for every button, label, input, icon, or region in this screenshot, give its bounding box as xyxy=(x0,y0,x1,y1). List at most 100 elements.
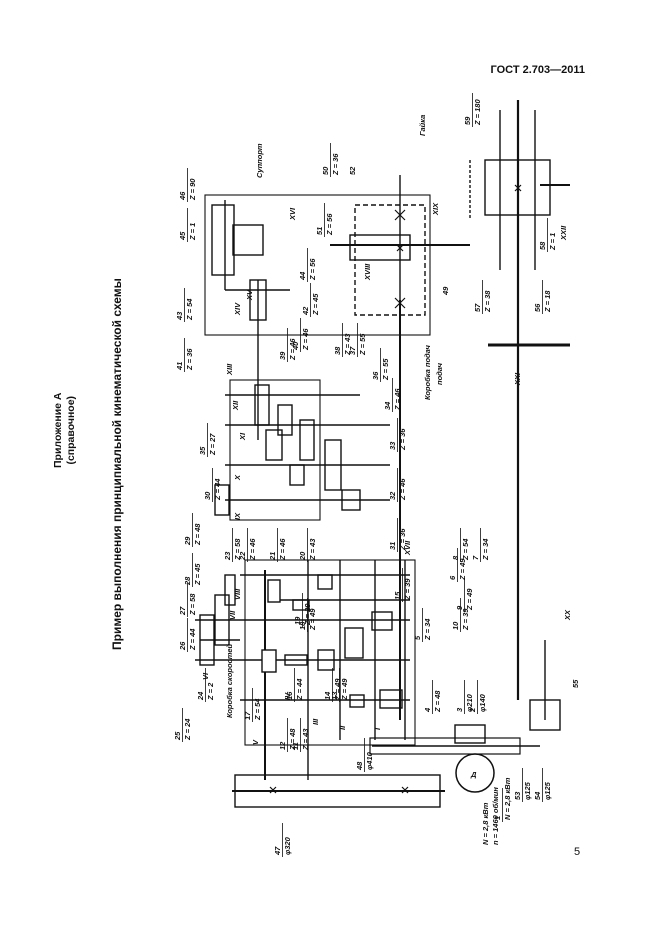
motor-speed: n = 1460 об/мин xyxy=(491,787,500,845)
item-number: 3 xyxy=(455,707,464,712)
item-teeth: Z = 49 xyxy=(465,588,474,611)
item-teeth: Z = 24 xyxy=(183,718,192,741)
item-teeth: Z = 55 xyxy=(381,358,390,381)
shaft-label-XX: XX xyxy=(563,609,572,621)
item-number: 51 xyxy=(315,227,324,235)
item-teeth: Z = 54 xyxy=(461,538,470,561)
item-number: 47 xyxy=(273,846,282,856)
item-number: 19 xyxy=(293,616,302,625)
item-number: 10 xyxy=(451,621,460,630)
shaft-label-XVI: XVI xyxy=(288,207,297,221)
item-teeth: Z = 2 xyxy=(206,682,215,701)
item-teeth: Z = 27 xyxy=(208,433,217,456)
item-teeth: Z = 48 xyxy=(288,728,297,751)
item-number: 55 xyxy=(571,679,580,688)
item-number: 23 xyxy=(223,551,232,561)
item-number: 49 xyxy=(441,286,450,296)
item-teeth: Z = 29 xyxy=(303,603,312,626)
item-teeth: Z = 18 xyxy=(543,290,552,313)
item-number: 54 xyxy=(533,791,542,800)
item-number: 48 xyxy=(355,761,364,771)
shaft-label-I: I xyxy=(373,727,382,730)
item-teeth: Z = 43 xyxy=(301,728,310,751)
label-speed-box: Коробка скоростей xyxy=(225,644,234,718)
item-number: 36 xyxy=(371,371,380,380)
shaft-label-II: II xyxy=(338,725,347,730)
item-teeth: Z = 180 xyxy=(473,99,482,126)
motor-power: N = 2,8 кВт xyxy=(481,802,490,845)
shaft-label-VII: VII xyxy=(228,610,237,620)
item-number: 40 xyxy=(291,341,300,351)
item-number: 22 xyxy=(238,551,247,561)
item-number: 9 xyxy=(455,605,464,610)
item-teeth: Z = 36 xyxy=(185,348,194,371)
shaft-label-XVIII: XVIII xyxy=(363,263,372,281)
item-teeth: Z = 1 xyxy=(548,233,557,251)
item-number: 59 xyxy=(463,116,472,125)
shaft-label-X: X xyxy=(233,474,242,481)
item-number: 8 xyxy=(451,555,460,560)
item-number: 12 xyxy=(278,741,287,750)
shaft-label-XII: XII xyxy=(231,400,240,411)
item-teeth: Z = 44 xyxy=(213,478,222,501)
item-teeth: Z = 56 xyxy=(325,213,334,236)
label-motor: Д xyxy=(470,770,477,779)
item-teeth: φ410 xyxy=(365,751,374,770)
item-teeth: Z = 43 xyxy=(308,538,317,561)
shaft-label-VIII: VIII xyxy=(233,588,242,600)
label-feed-box: Коробка подач xyxy=(423,344,432,400)
item-teeth: Z = 48 xyxy=(193,523,202,546)
item-number: 33 xyxy=(388,441,397,450)
item-teeth: Z = 56 xyxy=(308,258,317,281)
item-teeth: Z = 55 xyxy=(358,333,367,356)
item-teeth: Z = 45 xyxy=(193,563,202,586)
item-number: 27 xyxy=(178,606,187,616)
item-teeth: Z = 1 xyxy=(188,223,197,241)
item-number: 38 xyxy=(333,346,342,355)
item-number: 30 xyxy=(203,491,212,500)
item-teeth: Z = 90 xyxy=(188,178,197,201)
item-number: 1 xyxy=(493,816,502,820)
item-teeth: Z = 34 xyxy=(481,538,490,561)
item-number: 58 xyxy=(538,241,547,250)
item-number: 24 xyxy=(196,691,205,701)
item-number: 25 xyxy=(173,731,182,741)
item-teeth: Z = 49 xyxy=(333,678,342,701)
item-number: 4 xyxy=(423,707,432,713)
item-teeth: Z = 36 xyxy=(331,153,340,176)
item-number: 5 xyxy=(413,635,422,640)
item-teeth: φ125 xyxy=(543,781,552,800)
item-number: 53 xyxy=(513,791,522,800)
item-number: 41 xyxy=(175,362,184,371)
standard-number: ГОСТ 2.703—2011 xyxy=(490,64,585,76)
item-callout-49: 49 xyxy=(441,286,450,296)
item-teeth: Z = 43 xyxy=(343,333,352,356)
shaft-label-XV: XV xyxy=(245,289,254,301)
motor xyxy=(455,753,495,793)
